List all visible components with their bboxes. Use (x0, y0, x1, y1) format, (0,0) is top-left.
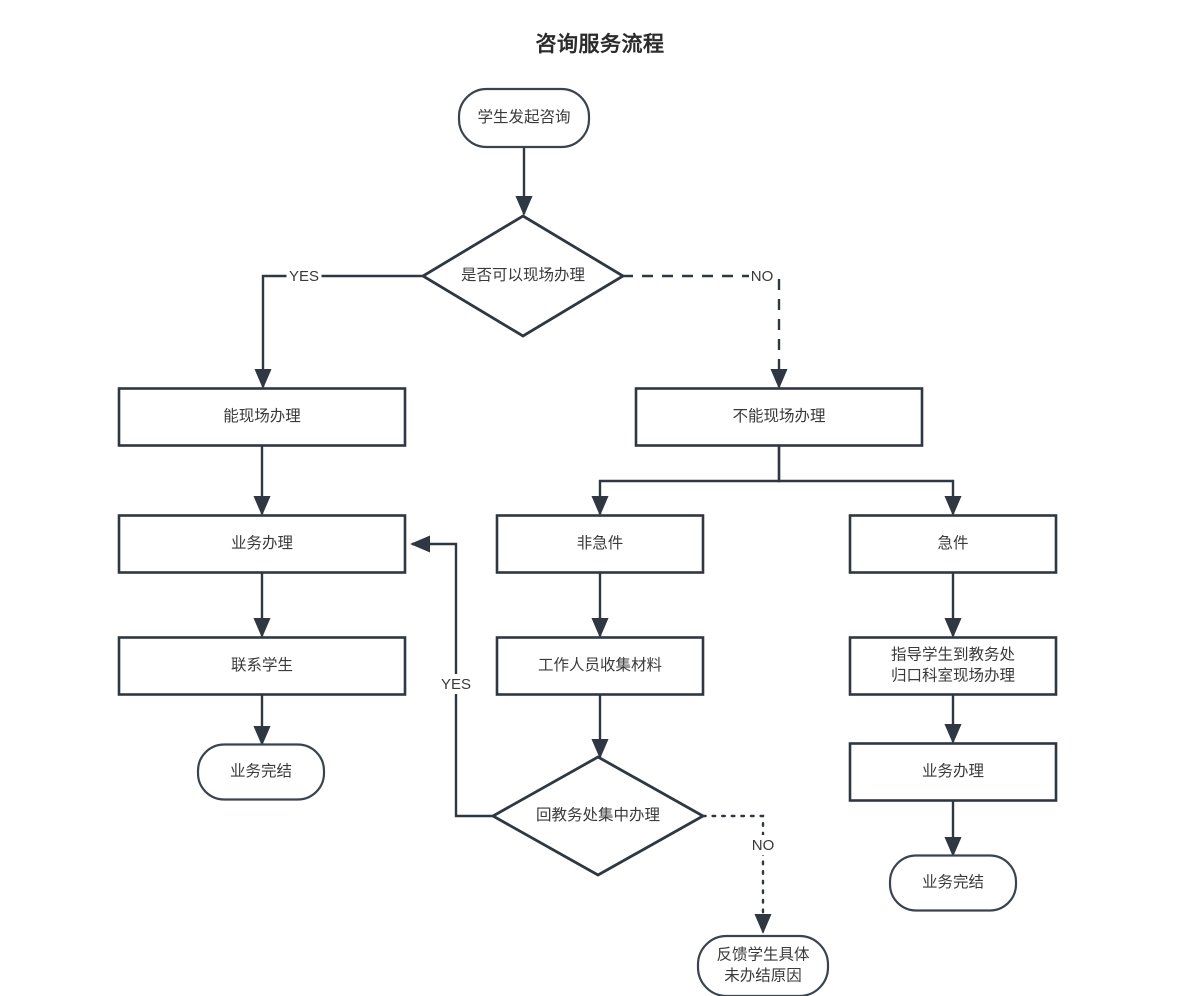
node-contact-student[interactable]: 联系学生 (117, 636, 407, 696)
process-box[interactable] (117, 387, 407, 447)
process-box[interactable] (848, 636, 1058, 696)
edge-path (777, 446, 962, 516)
node-service-left[interactable]: 业务办理 (117, 514, 407, 574)
node-label: 联系学生 (231, 656, 293, 674)
node-can-onsite[interactable]: 能现场办理 (117, 387, 407, 447)
node-label: 业务办理 (922, 762, 984, 780)
process-box[interactable] (848, 514, 1058, 574)
terminator-shape[interactable] (696, 934, 830, 996)
node-label: 归口科室现场办理 (891, 667, 1015, 685)
node-label: 业务办理 (231, 534, 293, 552)
node-urgent[interactable]: 急件 (848, 514, 1058, 574)
node-label: 是否可以现场办理 (461, 266, 585, 284)
node-label: 业务完结 (230, 762, 292, 780)
terminator-shape[interactable] (196, 743, 326, 801)
node-label: 业务完结 (922, 873, 984, 891)
node-decision-return[interactable]: 回教务处集中办理 (490, 755, 706, 877)
node-label: 能现场办理 (223, 407, 301, 425)
edge-decision-return-no-to-feedback: NO (701, 814, 776, 934)
edges-layer: YES NO YES NO (253, 147, 962, 934)
node-decision-onsite[interactable]: 是否可以现场办理 (420, 214, 626, 338)
node-cannot-onsite[interactable]: 不能现场办理 (634, 387, 924, 447)
process-box[interactable] (495, 514, 705, 574)
node-done-right[interactable]: 业务完结 (888, 854, 1018, 912)
process-box[interactable] (848, 742, 1058, 802)
edge-label: YES (441, 676, 471, 693)
process-box[interactable] (495, 636, 705, 696)
edge-cannot-onsite-to-non-urgent (591, 446, 781, 516)
edge-path (701, 814, 772, 934)
node-collect-materials[interactable]: 工作人员收集材料 (495, 636, 705, 696)
edge-label-backdrop (286, 266, 322, 286)
edge-decision-yes-to-can-onsite: YES (254, 266, 424, 389)
edge-label-backdrop (750, 835, 776, 855)
node-non-urgent[interactable]: 非急件 (495, 514, 705, 574)
page-title: 咨询服务流程 (535, 33, 665, 56)
edge-path (622, 274, 788, 389)
node-start[interactable]: 学生发起咨询 (457, 87, 591, 149)
node-label: 回教务处集中办理 (536, 806, 660, 824)
edge-label-backdrop (438, 674, 474, 694)
node-label: 指导学生到教务处 (891, 646, 1015, 664)
edge-label-backdrop (749, 266, 775, 286)
node-label: 不能现场办理 (732, 407, 825, 425)
edge-cannot-onsite-to-urgent (777, 446, 962, 516)
edge-decision-no-to-cannot-onsite: NO (622, 266, 788, 389)
node-label: 反馈学生具体 (716, 946, 810, 964)
node-label: 未办结原因 (724, 967, 802, 985)
edge-label: YES (289, 268, 319, 285)
decision-diamond[interactable] (420, 214, 626, 338)
edge-path (591, 446, 781, 516)
edge-label: NO (751, 268, 774, 285)
node-label: 急件 (937, 534, 968, 552)
process-box[interactable] (634, 387, 924, 447)
node-done-left[interactable]: 业务完结 (196, 743, 326, 801)
process-box[interactable] (117, 514, 407, 574)
node-label: 工作人员收集材料 (538, 656, 662, 674)
terminator-shape[interactable] (888, 854, 1018, 912)
node-label: 学生发起咨询 (477, 108, 570, 126)
node-service-right[interactable]: 业务办理 (848, 742, 1058, 802)
node-label: 非急件 (577, 534, 624, 552)
decision-diamond[interactable] (490, 755, 706, 877)
edge-decision-return-yes-to-service-left: YES (410, 535, 493, 818)
process-box[interactable] (117, 636, 407, 696)
edge-label: NO (752, 837, 775, 854)
edge-path (254, 274, 424, 389)
terminator-shape[interactable] (457, 87, 591, 149)
